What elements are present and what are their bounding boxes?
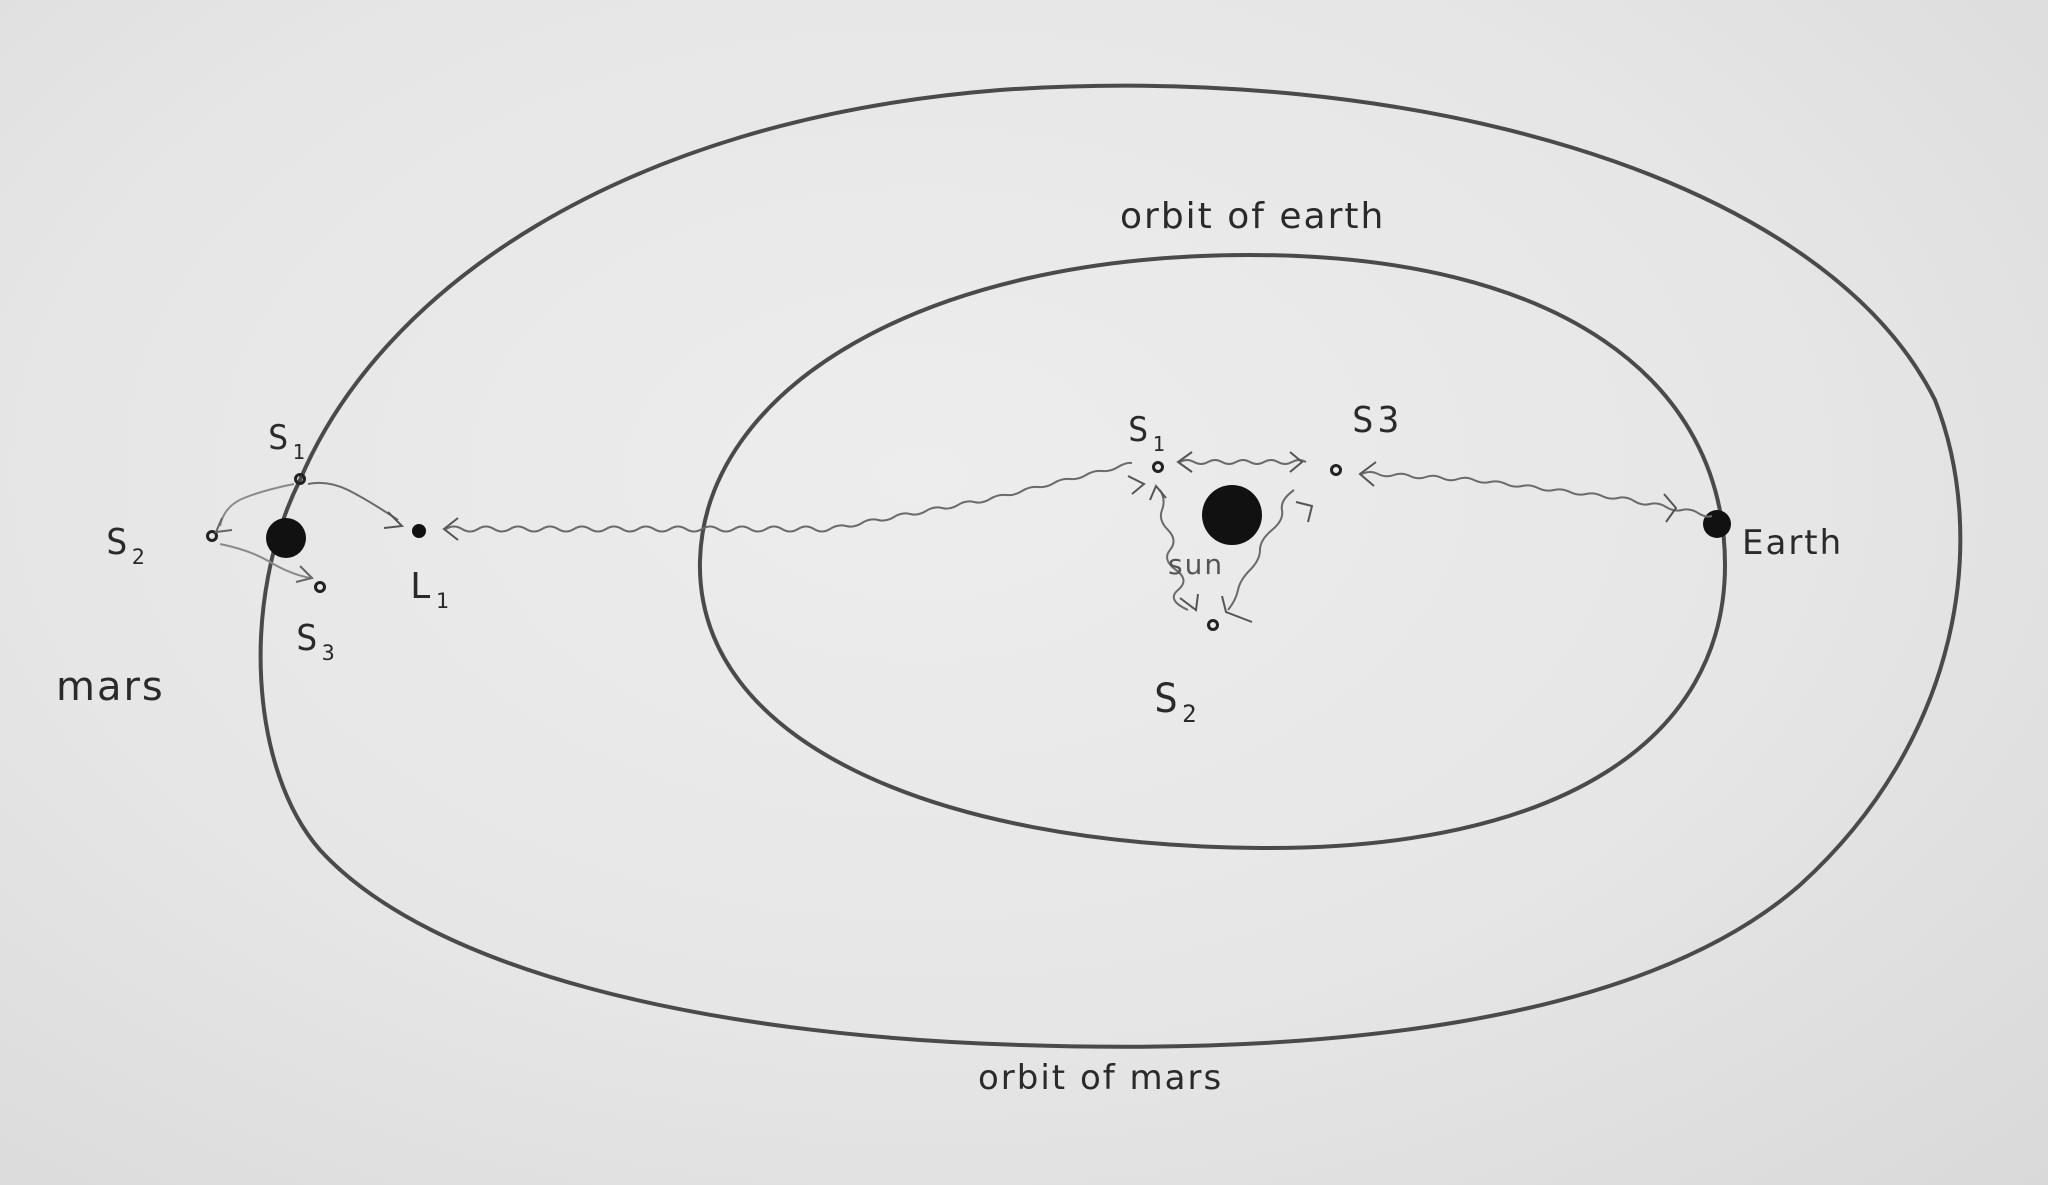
mars-s2-to-s3-link <box>219 543 311 579</box>
mars-s3-arrowhead <box>295 565 314 583</box>
sun-s1-to-s3-link <box>1179 459 1307 465</box>
l1-link-arrowhead <box>442 517 459 541</box>
mars-s3-point <box>314 581 326 593</box>
mars-s1-label-sub: 1 <box>292 440 305 464</box>
mars-s2-label: S2 <box>106 522 145 570</box>
sun-s1-s3-arrowhead-left <box>1176 451 1193 473</box>
mars-s1-label: S1 <box>268 418 305 464</box>
sun-s2-label-sub: 2 <box>1182 700 1197 728</box>
orbit-of-mars-label: orbit of mars <box>978 1058 1224 1098</box>
mars-s1-to-l1-link <box>307 481 399 521</box>
mars-s2-label-sub: 2 <box>131 545 145 570</box>
sun-s2-s3-arrowhead-top <box>1295 501 1314 523</box>
mars-s3-label-sub: 3 <box>321 641 335 666</box>
sun-s1-label-main: S <box>1128 410 1153 450</box>
sun-s2-s3-arrowhead-bottom <box>1221 595 1253 623</box>
l1-label: L1 <box>410 566 449 614</box>
mars-s2-point <box>206 530 218 542</box>
earth-body <box>1703 510 1731 538</box>
mars-label: mars <box>56 664 165 710</box>
sun-s3-label: S3 <box>1352 400 1404 441</box>
sun-s3-point <box>1330 464 1342 476</box>
mars-s2-label-main: S <box>106 522 132 563</box>
sun-label: sun <box>1168 548 1225 581</box>
sun-s1-to-s2-link <box>1159 489 1189 611</box>
l1-label-main: L <box>410 566 436 607</box>
sun-s1-label: S1 <box>1128 410 1165 456</box>
sun-body <box>1202 485 1262 545</box>
sun-s2-to-s3-link <box>1227 489 1295 611</box>
sun-s3-link-arrowhead <box>1358 461 1377 487</box>
orbit-of-earth-label: orbit of earth <box>1120 196 1386 237</box>
sun-s1-point <box>1152 461 1164 473</box>
sun-s2-label: S2 <box>1154 676 1197 728</box>
l1-label-sub: 1 <box>435 589 449 614</box>
mars-s2-arrowhead <box>214 517 233 534</box>
sun-s1-link-arrowhead <box>1127 475 1146 495</box>
l1-point <box>412 524 426 538</box>
earth-label: Earth <box>1742 523 1844 563</box>
mars-body <box>266 518 306 558</box>
earth-orbit <box>697 252 1728 851</box>
sun-s1-s3-arrowhead-right <box>1289 451 1304 473</box>
l1-to-sun-link <box>445 461 1133 533</box>
sun-s1-s2-arrowhead-top <box>1149 484 1167 501</box>
mars-s1-to-s2-link <box>219 483 295 527</box>
mars-s1-label-main: S <box>268 418 293 458</box>
earth-link-arrowhead <box>1663 493 1678 523</box>
sun-s1-s2-arrowhead-bottom <box>1179 593 1199 612</box>
mars-s3-label-main: S <box>296 618 322 659</box>
mars-orbit <box>258 83 1963 1049</box>
mars-s3-label: S3 <box>296 618 335 666</box>
sun-s1-label-sub: 1 <box>1152 432 1165 456</box>
sun-s2-label-main: S <box>1154 676 1183 722</box>
mars-s1-point <box>294 473 306 485</box>
earth-to-sun-s3-link <box>1361 471 1713 518</box>
mars-s1-l1-arrowhead <box>383 511 405 529</box>
sun-s2-point <box>1207 619 1219 631</box>
